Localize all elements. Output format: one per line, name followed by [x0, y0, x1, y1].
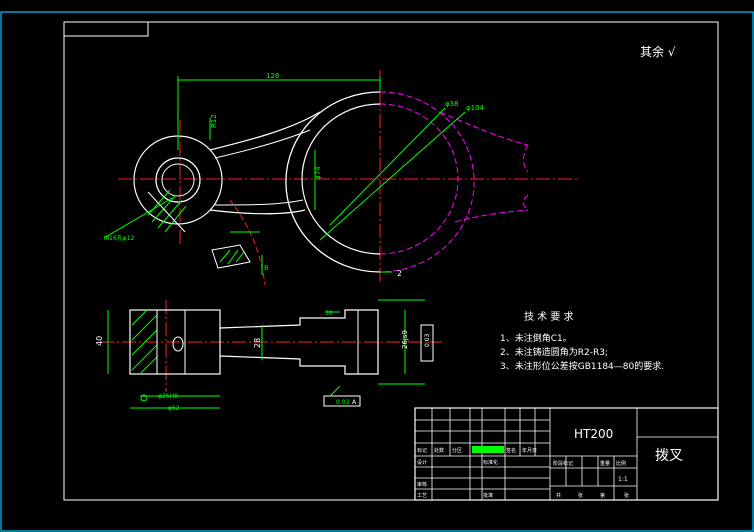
position-tolerance-frame — [323, 395, 361, 407]
section-cut-line — [229, 199, 266, 286]
title-block: HT200 拨叉 1:1 标记 处数 分区 签名 年月日 设计 标准化 阶段标记… — [414, 407, 719, 501]
front-view: 40 28 φ25H8 φ52 26js9 0.03 0.03 A 30 — [95, 299, 442, 412]
front-boss-hatch — [131, 309, 158, 375]
arm-lower-edge — [209, 209, 306, 215]
large-bore-left — [301, 103, 381, 255]
tb-label-stage: 阶段标记 — [553, 460, 573, 467]
outer-frame — [0, 11, 754, 532]
phantom-break-bottom — [523, 194, 529, 211]
position-tol-datum: A — [352, 399, 357, 406]
top-view: 128 φ38 φ104 R12 φ74 2 M16孔φ12 — [103, 70, 580, 286]
tech-item-1: 1、未注倒角C1。 — [500, 332, 572, 344]
dim-2-text: 2 — [397, 269, 402, 278]
tech-title: 技 术 要 求 — [524, 310, 574, 323]
dim-slot-text: 30 — [325, 310, 333, 317]
hole-callout-leader — [103, 197, 173, 239]
flatness-frame — [420, 324, 434, 362]
phantom-arm-upper — [439, 111, 529, 146]
tb-label-total: 共 — [556, 492, 561, 499]
arm-rib-bottom — [214, 199, 304, 206]
tb-label-scale: 比例 — [616, 460, 626, 467]
small-boss-hatch — [147, 189, 187, 233]
dim-phi104-leader — [319, 111, 466, 241]
part-name-text: 拨叉 — [655, 448, 683, 464]
dim-phi104-text: φ104 — [466, 104, 485, 112]
dim-26js9-text: 26js9 — [401, 330, 409, 349]
flatness-value: 0.03 — [424, 333, 431, 347]
hatch-boundary — [147, 191, 186, 233]
large-boss-outer-right-phantom — [379, 91, 475, 273]
arm-rib-top — [214, 129, 311, 159]
tb-label-review: 审核 — [417, 481, 427, 488]
front-boss-outline — [129, 309, 221, 375]
tb-label-process: 工艺 — [417, 493, 427, 499]
dim-40-text: 40 — [95, 336, 104, 346]
small-boss-inner — [155, 157, 201, 203]
small-boss-hole — [161, 163, 195, 197]
tb-label-approve: 批准 — [483, 492, 493, 499]
phantom-break-top — [523, 144, 529, 173]
detail-section: 8 — [211, 231, 268, 275]
tb-label-sheets1: 张 — [578, 492, 583, 499]
tb-label-design: 设计 — [417, 459, 427, 466]
large-bore-right-phantom — [379, 103, 459, 255]
front-arm-outline — [219, 309, 379, 375]
dim-r12-text: R12 — [210, 114, 218, 128]
datum-symbol-front — [140, 394, 148, 402]
corner-box — [63, 21, 149, 37]
front-pin-hole — [172, 336, 184, 352]
tb-label-zone: 分区 — [452, 447, 462, 454]
dim-phi38-leader — [329, 107, 446, 226]
tech-item-3: 3、未注形位公差按GB1184—80的要求. — [500, 360, 664, 372]
roughness-note: 其余 √ — [640, 44, 676, 59]
tb-label-date: 年月日 — [522, 447, 537, 454]
dim-28-text: 28 — [253, 338, 262, 348]
tb-label-mark: 标记 — [417, 447, 427, 454]
title-block-highlight — [472, 446, 504, 453]
tb-label-sheets2: 张 — [624, 492, 629, 499]
tb-label-sign: 签名 — [506, 447, 516, 454]
tech-item-2: 2、未注铸造圆角为R2-R3; — [500, 346, 608, 358]
tb-label-weight: 重量 — [600, 460, 610, 467]
dim-phi74-text: φ74 — [314, 166, 322, 180]
dim-8-text: 8 — [264, 264, 268, 272]
tb-label-no: 第 — [600, 492, 605, 499]
position-tol-value: 0.03 — [336, 399, 350, 406]
dim-128-text: 128 — [266, 72, 279, 80]
dim-phi25-text: φ25H8 — [158, 393, 178, 400]
tb-label-standard: 标准化 — [483, 459, 498, 466]
tech-requirements: 技 术 要 求 1、未注倒角C1。 2、未注铸造圆角为R2-R3; 3、未注形位… — [500, 310, 664, 372]
large-boss-outer-left — [285, 91, 381, 273]
material-text: HT200 — [574, 427, 613, 441]
hole-callout-text: M16孔φ12 — [104, 234, 135, 242]
phantom-arm-lower — [454, 209, 529, 223]
dim-phi38-text: φ38 — [445, 100, 459, 108]
inner-frame — [63, 21, 719, 501]
scale-text: 1:1 — [618, 476, 628, 483]
tb-label-count: 处数 — [434, 447, 444, 454]
dim-phi52-text: φ52 — [168, 405, 180, 412]
arm-upper-edge — [209, 111, 321, 151]
